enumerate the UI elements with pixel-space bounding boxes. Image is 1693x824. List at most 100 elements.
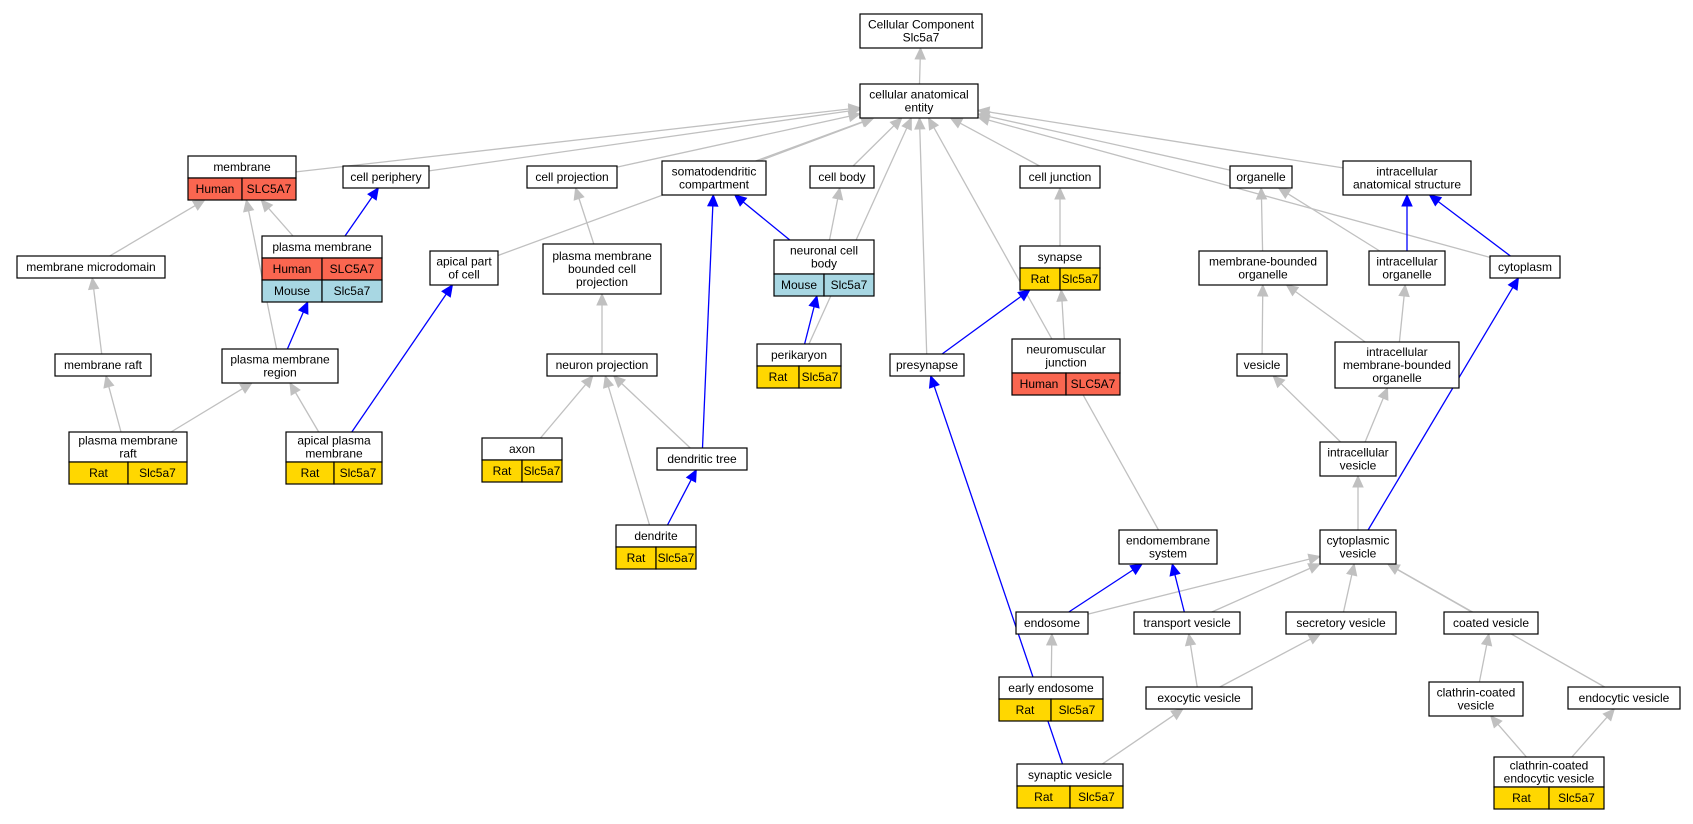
term-label: cytoplasmic xyxy=(1327,534,1390,548)
arrowhead xyxy=(1054,186,1066,200)
gene-cell xyxy=(333,461,383,485)
gene-label: SLC5A7 xyxy=(247,182,292,196)
term-node-dendritic-tree[interactable]: dendritic tree xyxy=(656,447,748,471)
edge-line xyxy=(742,201,791,241)
arrowhead xyxy=(1256,283,1269,297)
term-node-membrane-microdomain[interactable]: membrane microdomain xyxy=(16,255,166,279)
gene-label: Slc5a7 xyxy=(1062,272,1099,286)
term-node-secretory-vesicle[interactable]: secretory vesicle xyxy=(1285,611,1397,635)
term-node-cell-periphery[interactable]: cell periphery xyxy=(342,165,430,189)
term-label: entity xyxy=(905,101,934,115)
term-node-endosome[interactable]: endosome xyxy=(1015,611,1089,635)
arrowhead xyxy=(596,292,608,306)
edge-transport_vesicle-to-cytoplasmic_vesicle xyxy=(1211,563,1322,613)
term-node-cytoplasm[interactable]: cytoplasm xyxy=(1489,255,1561,279)
edge-apical_pm-to-pm_region xyxy=(289,381,320,433)
gene-cell xyxy=(798,365,842,389)
edge-line xyxy=(666,479,692,526)
term-node-neuron-projection[interactable]: neuron projection xyxy=(546,353,658,377)
annotation-row-rat: Rat Slc5a7 xyxy=(1016,785,1124,809)
arrowhead xyxy=(914,116,926,130)
term-node-membrane-raft[interactable]: membrane raft xyxy=(54,353,152,377)
edge-plasma_membrane-to-membrane xyxy=(260,199,294,237)
edge-line xyxy=(988,115,1231,171)
term-label: clathrin-coated xyxy=(1510,759,1589,773)
term-label: plasma membrane xyxy=(78,434,178,448)
term-box xyxy=(859,13,983,49)
term-box xyxy=(1428,681,1524,717)
term-label: exocytic vesicle xyxy=(1157,691,1241,705)
term-label: intracellular xyxy=(1376,165,1437,179)
edge-clathrin_endocytic-to-clathrin_coated xyxy=(1490,715,1527,758)
term-box xyxy=(809,165,875,189)
edge-synapse-to-cell_junction xyxy=(1054,186,1066,246)
term-node-transport-vesicle[interactable]: transport vesicle xyxy=(1133,611,1241,635)
term-label: organelle xyxy=(1372,371,1422,385)
edges-layer xyxy=(87,46,1616,765)
term-node-cell-projection[interactable]: cell projection xyxy=(526,165,618,189)
edge-line xyxy=(286,311,304,350)
arrowhead xyxy=(289,381,301,396)
edge-line xyxy=(540,383,587,439)
term-node-vesicle[interactable]: vesicle xyxy=(1236,353,1288,377)
term-label: vesicle xyxy=(1458,699,1495,713)
edge-line xyxy=(344,196,373,237)
term-label: body xyxy=(811,257,837,271)
term-node-organelle[interactable]: organelle xyxy=(1229,165,1293,189)
term-label: of cell xyxy=(448,268,479,282)
gene-label: Slc5a7 xyxy=(1078,790,1115,804)
edge-dendritic_tree-to-somatodendritic xyxy=(701,193,719,449)
term-label: cell periphery xyxy=(350,170,421,184)
term-box xyxy=(1319,529,1397,565)
edge-line xyxy=(108,386,122,433)
species-label: Rat xyxy=(1034,790,1053,804)
edge-line xyxy=(109,205,196,257)
species-label: Rat xyxy=(1512,791,1531,805)
term-node-endocytic-vesicle[interactable]: endocytic vesicle xyxy=(1567,686,1681,710)
gene-cell xyxy=(655,546,697,570)
edge-apical_pm-to-apical_part xyxy=(351,284,454,433)
arrowhead xyxy=(927,116,940,131)
term-label: intracellular xyxy=(1366,345,1427,359)
arrowhead xyxy=(1307,553,1322,565)
term-node-cell-junction[interactable]: cell junction xyxy=(1019,165,1101,189)
term-node-presynapse[interactable]: presynapse xyxy=(889,353,965,377)
edge-line xyxy=(1211,567,1311,613)
term-node-exocytic-vesicle[interactable]: exocytic vesicle xyxy=(1145,686,1253,710)
term-label: endosome xyxy=(1024,616,1080,630)
term-node-cell-body[interactable]: cell body xyxy=(809,165,875,189)
edge-cytoplasm-to-intra_anat xyxy=(1428,194,1511,257)
term-node-coated-vesicle[interactable]: coated vesicle xyxy=(1443,611,1539,635)
term-label: synapse xyxy=(1038,250,1083,264)
